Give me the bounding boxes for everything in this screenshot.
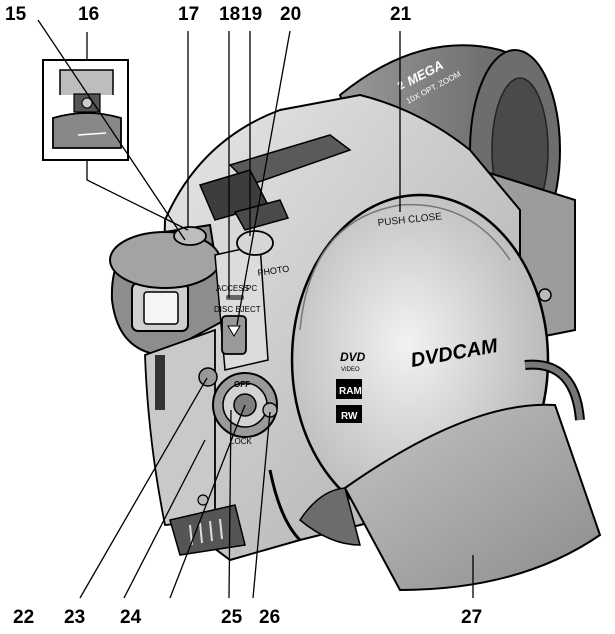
access-lamp (226, 295, 244, 300)
callout-27: 27 (461, 607, 483, 628)
callout-20: 20 (280, 4, 302, 25)
callout-15: 15 (5, 4, 27, 25)
dvd-logo-text: DVD (340, 350, 366, 364)
callout-24: 24 (120, 607, 142, 628)
disc-eject-text: DISC EJECT (214, 305, 261, 314)
strap-loop (268, 469, 302, 542)
quick-menu-button[interactable] (173, 226, 207, 246)
callout-18: 18 (219, 4, 241, 25)
photo-text: PHOTO (257, 264, 290, 278)
mega-prefix-text: 2 (396, 79, 407, 92)
screw-icon (538, 288, 552, 302)
photo-button[interactable] (236, 230, 274, 256)
hand-strap (299, 359, 602, 592)
strap-hook-left (155, 355, 165, 410)
callout-26: 26 (259, 607, 281, 628)
eject-arrow-icon (227, 325, 241, 337)
zoom-lever[interactable] (233, 199, 290, 231)
access-text: ACCESS (216, 284, 249, 293)
callout-19: 19 (241, 4, 263, 25)
inset-box-16 (42, 59, 129, 161)
battery-terminal (169, 504, 246, 556)
callout-22: 22 (13, 607, 35, 628)
leader-lines (37, 19, 474, 599)
callout-17: 17 (178, 4, 200, 25)
pc-text: PC (246, 284, 257, 293)
off-text: OFF (234, 380, 250, 389)
callout-21: 21 (390, 4, 412, 25)
lock-text: LOCK (230, 437, 252, 446)
callout-25: 25 (221, 607, 243, 628)
callout-23: 23 (64, 607, 86, 628)
callout-16: 16 (78, 4, 100, 25)
ram-logo-box (336, 379, 362, 399)
video-logo-text: VIDEO (341, 367, 360, 373)
rw-logo-text: RW (341, 411, 358, 422)
ram-logo-text: RAM (339, 386, 362, 397)
record-button[interactable] (198, 367, 218, 387)
rw-logo-box (336, 405, 362, 423)
